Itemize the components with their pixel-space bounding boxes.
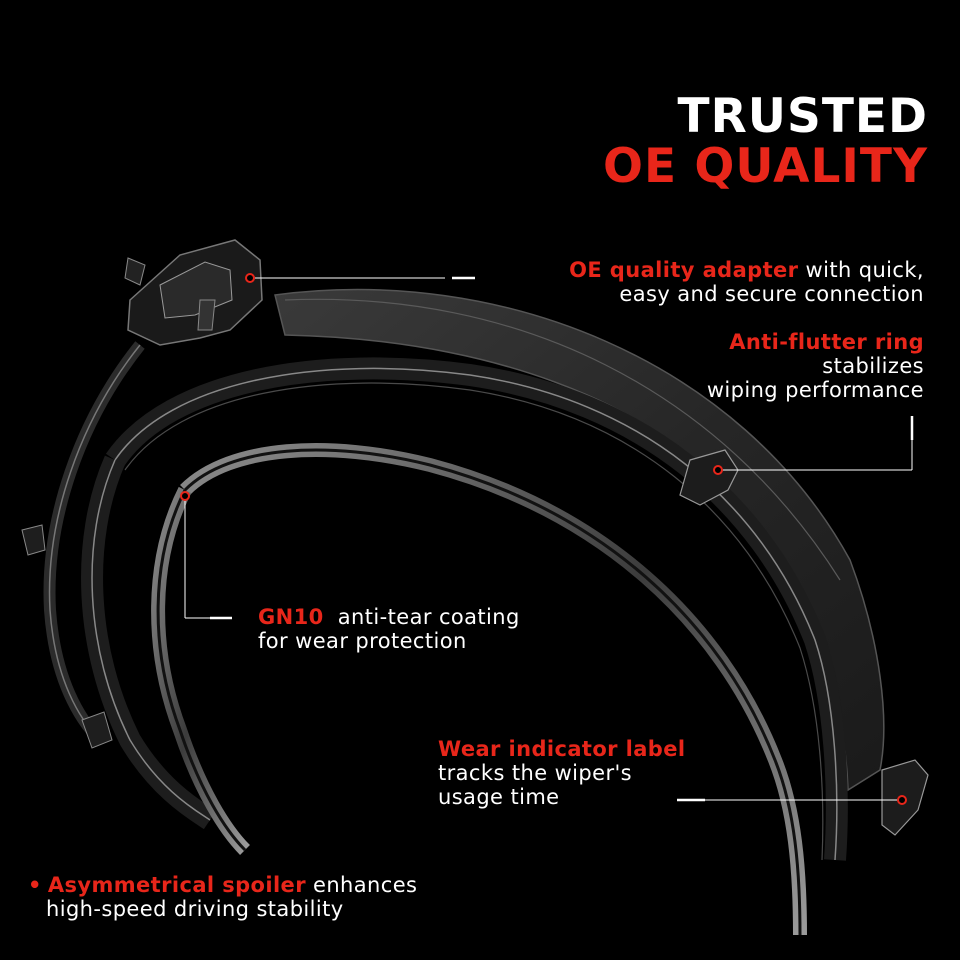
headline-line-2: OE QUALITY: [602, 139, 928, 194]
callout-markers: [180, 273, 907, 805]
callout-gn10-text-2: for wear protection: [258, 629, 467, 653]
callout-adapter-text-1: with quick,: [798, 258, 924, 282]
callout-gn10-highlight: GN10: [258, 605, 324, 629]
callout-lines: [184, 276, 914, 802]
anti-flutter-ring: [679, 449, 739, 506]
callout-spoiler-text-2: high-speed driving stability: [46, 897, 344, 921]
bullet-icon: •: [28, 873, 42, 897]
headline: TRUSTED OE QUALITY: [603, 92, 928, 192]
callout-gn10: GN10 anti-tear coating for wear protecti…: [258, 605, 520, 653]
callout-spoiler-highlight: Asymmetrical spoiler: [47, 873, 306, 897]
callout-ring-text-2: wiping performance: [706, 378, 924, 402]
outer-frame-arc: [21, 341, 145, 749]
inner-metal-arc: [151, 443, 807, 936]
callout-ring-text-1: stabilizes: [822, 354, 924, 378]
callout-spoiler-text-1: enhances: [305, 873, 418, 897]
callout-adapter: OE quality adapter with quick, easy and …: [569, 258, 924, 306]
callout-wear-indicator: Wear indicator label tracks the wiper's …: [438, 737, 685, 809]
headline-line-1: TRUSTED: [677, 89, 928, 144]
callout-wear-text-2: usage time: [438, 785, 560, 809]
middle-rail-arc: [81, 357, 848, 861]
adapter-block: [124, 239, 263, 346]
callout-ring-highlight: Anti-flutter ring: [729, 330, 924, 354]
callout-anti-flutter-ring: Anti-flutter ring stabilizes wiping perf…: [707, 330, 924, 402]
callout-gn10-text-1: anti-tear coating: [323, 605, 520, 629]
callout-adapter-highlight: OE quality adapter: [569, 258, 799, 282]
callout-wear-text-1: tracks the wiper's: [438, 761, 633, 785]
callout-adapter-text-2: easy and secure connection: [619, 282, 924, 306]
callout-spoiler: •Asymmetrical spoiler enhances high-spee…: [28, 873, 417, 921]
callout-wear-highlight: Wear indicator label: [438, 737, 686, 761]
